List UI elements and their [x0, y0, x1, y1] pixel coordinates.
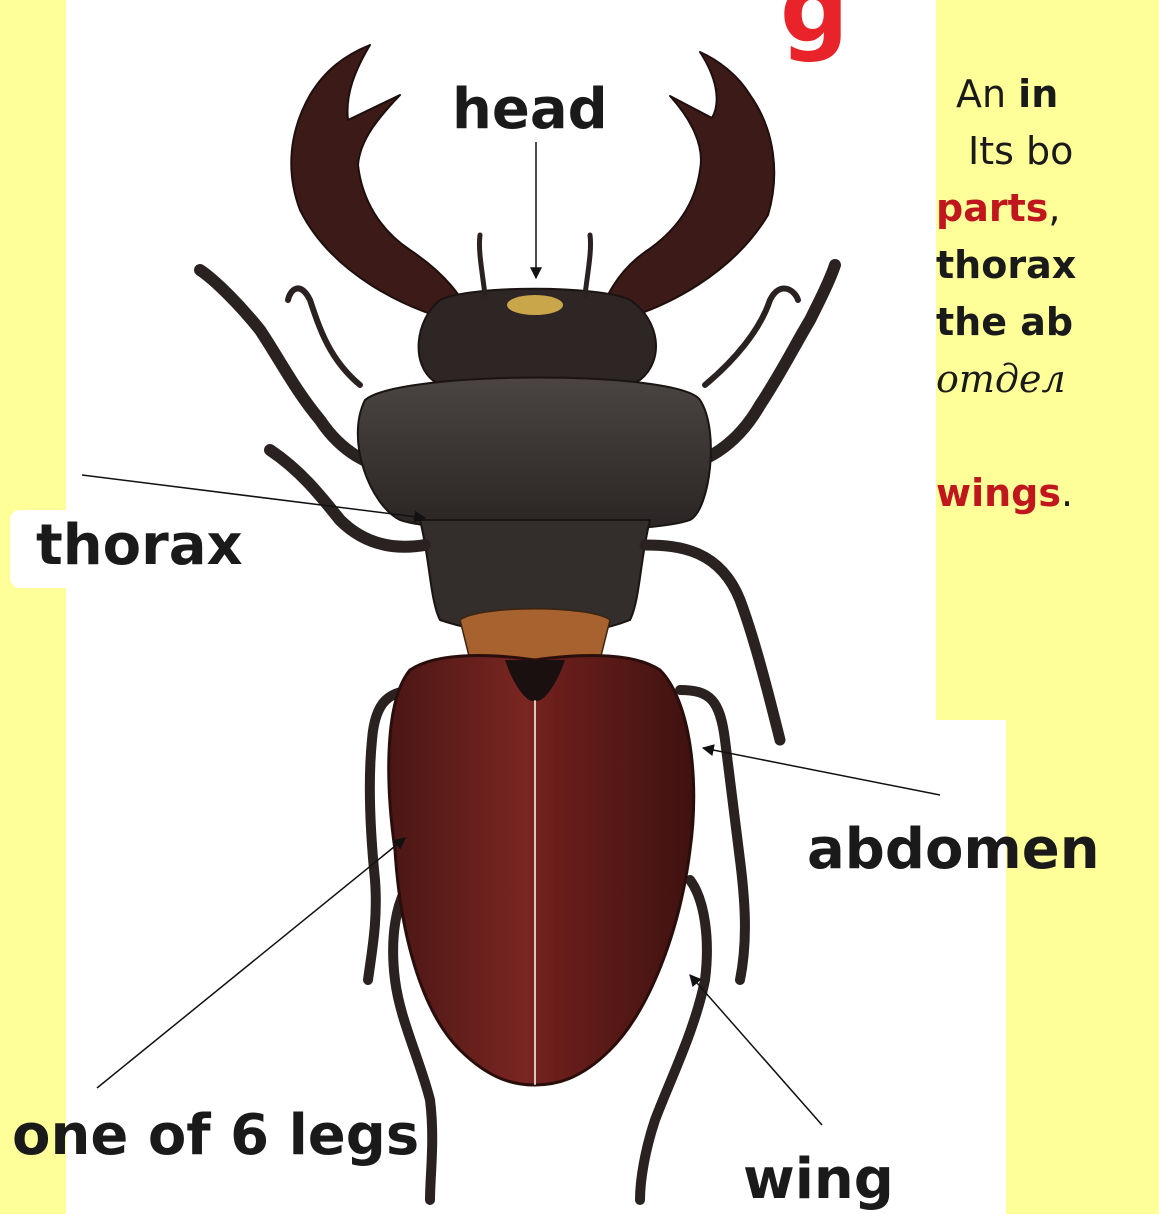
beetle [200, 45, 835, 1200]
desc-line-5: the ab [936, 294, 1159, 351]
desc-line-3: parts, [936, 180, 1159, 237]
desc-line-blank [936, 408, 1159, 465]
pointer-leg [97, 838, 405, 1088]
label-thorax: thorax [10, 510, 269, 588]
right-mandible [600, 52, 774, 325]
left-antenna [288, 288, 360, 385]
label-abdomen: abdomen [795, 818, 1112, 882]
description-text: An in Its bo parts, thorax the ab отдел … [936, 66, 1159, 522]
pointer-wing [690, 975, 822, 1125]
label-leg: one of 6 legs [0, 1098, 431, 1174]
desc-line-2: Its bo [968, 123, 1159, 180]
desc-line-1: An in [956, 66, 1159, 123]
label-wing: wing [735, 1148, 902, 1212]
beetle-wings [389, 656, 694, 1085]
beetle-thorax [358, 378, 711, 532]
label-head: head [436, 78, 624, 142]
desc-line-7: wings. [936, 465, 1159, 522]
desc-line-6: отдел [936, 351, 1159, 408]
desc-line-4: thorax [936, 237, 1159, 294]
pointer-abdomen [703, 748, 940, 795]
